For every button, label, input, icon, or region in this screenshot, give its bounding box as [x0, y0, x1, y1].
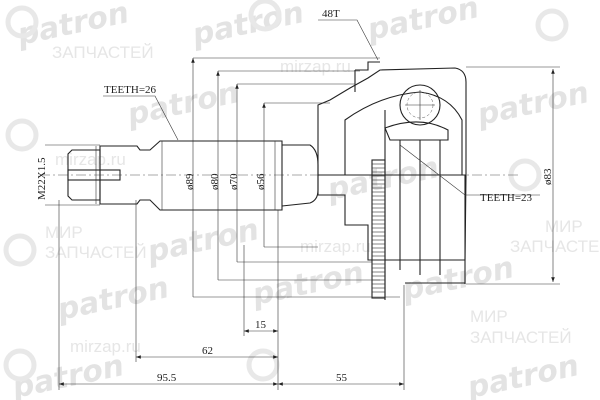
watermark-site: mirzap.ru — [70, 337, 141, 356]
label-len-55: 55 — [336, 372, 348, 384]
watermark-site: mirzap.ru — [280, 57, 351, 76]
watermark-brand: patron — [323, 150, 442, 208]
watermark-brand: patron — [53, 270, 172, 328]
label-d70: ø70 — [228, 173, 240, 190]
label-len-15: 15 — [255, 319, 267, 331]
watermark-shop: ЗАПЧАСТЕЙ — [52, 43, 154, 62]
watermark-site: mirzap.ru — [300, 237, 371, 256]
label-teeth-inner: TEETH=23 — [480, 192, 533, 204]
watermark-brand: patron — [248, 255, 367, 313]
dimensions — [45, 19, 560, 390]
watermark-shop: МИР — [45, 223, 83, 242]
watermark-shop: МИР — [545, 217, 583, 236]
label-d89: ø89 — [184, 173, 196, 190]
label-d56: ø56 — [255, 173, 267, 190]
label-d83: ø83 — [542, 168, 554, 185]
watermark-brand: patron — [473, 75, 592, 133]
label-len-62: 62 — [202, 345, 213, 357]
label-teeth-shaft: TEETH=26 — [104, 84, 157, 96]
watermark-brand: patron — [188, 0, 307, 53]
watermark-site: mirzap.ru — [55, 150, 126, 169]
watermark-shop: ЗАПЧАСТЕЙ — [510, 237, 600, 256]
shaft — [67, 140, 319, 211]
watermark-shop: МИР — [470, 307, 508, 326]
watermark-shop: ЗАПЧАСТЕЙ — [470, 328, 572, 347]
label-thread: M22X1.5 — [36, 157, 48, 200]
label-len-95-5: 95.5 — [157, 372, 177, 384]
watermark-shop: ЗАПЧАСТЕЙ — [45, 243, 147, 262]
watermark-brand: patron — [398, 250, 517, 308]
label-d80: ø80 — [209, 173, 221, 190]
abs-ring — [371, 159, 386, 299]
watermark-brand: patron — [463, 348, 582, 400]
ball — [399, 84, 441, 126]
watermark-brand: patron — [363, 0, 482, 48]
label-abs-teeth: 48T — [322, 8, 340, 20]
